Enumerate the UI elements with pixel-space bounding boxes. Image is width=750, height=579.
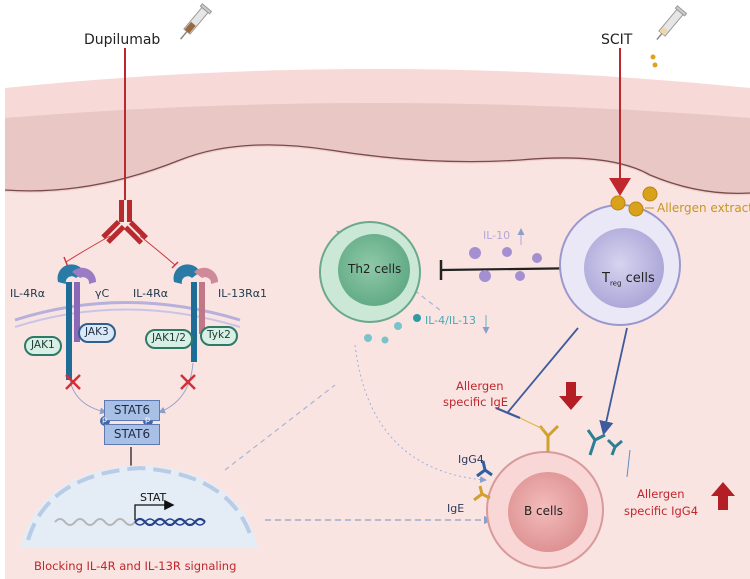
- treg-inhibit-ige: [507, 327, 579, 413]
- il4ra-left-label: IL-4Rα: [10, 287, 46, 300]
- ige-surface-antibody-icon: [473, 485, 491, 502]
- inhibit-line-right: [139, 235, 176, 266]
- allergen-drop: [650, 54, 656, 60]
- scit-arrowhead: [609, 178, 631, 196]
- ige-outcome-line1: Allergen: [456, 379, 504, 393]
- dna-inactive: [54, 518, 136, 526]
- nucleus: [20, 465, 258, 548]
- cell-membrane: [14, 301, 241, 322]
- treg-promote-igg4: [599, 327, 628, 436]
- igg4-outcome-line2: specific IgG4: [624, 504, 699, 518]
- igg4-label: IgG4: [458, 453, 484, 466]
- il4-il13-label: IL-4/IL-13: [425, 314, 476, 327]
- jak1-badge: JAK1: [24, 336, 62, 356]
- allergen-drop: [652, 62, 658, 68]
- blocking-caption: Blocking IL-4R and IL-13R signaling: [34, 559, 237, 573]
- dupilumab-syringe-icon: [179, 3, 213, 40]
- transcription-start-arrow: [134, 499, 175, 520]
- gamma-c-receptor: [72, 267, 97, 342]
- dupilumab-antibody-icon: [101, 200, 148, 245]
- il13ra1-label: IL-13Rα1: [218, 287, 268, 300]
- il13ra1-receptor: [194, 267, 219, 334]
- stat6-top: STAT6: [104, 400, 160, 421]
- th2-cell-label: Th2 cells: [348, 262, 402, 276]
- il4-to-bcell-arrow: [354, 344, 487, 484]
- b-cell: [486, 451, 604, 569]
- b-cell-label: B cells: [524, 504, 563, 518]
- gamma-c-label: γC: [95, 287, 110, 300]
- ige-outcome-line2: specific IgE: [443, 395, 509, 409]
- scit-syringe-icon: [656, 5, 688, 41]
- stat-gene-label: STAT: [140, 491, 167, 504]
- igg4-antibody-icon: [586, 429, 623, 456]
- allergen-extract-particles: [610, 186, 658, 217]
- dermis-band: [5, 103, 750, 194]
- phospho-left-label: p: [102, 415, 108, 424]
- il4-il13-molecules: [364, 314, 421, 344]
- jak12-badge: JAK1/2: [145, 329, 193, 349]
- il10-label: IL-10: [483, 229, 511, 242]
- ige-label: IgE: [447, 502, 465, 515]
- blocked-x-icon-right: [180, 374, 196, 390]
- il4ra-receptor-right: [173, 264, 200, 362]
- inhibit-line-left: [65, 235, 111, 263]
- il10-molecules: [469, 247, 542, 282]
- blocked-x-icon-left: [65, 374, 81, 390]
- treg-cell: [559, 204, 681, 326]
- igg4-outcome-line1: Allergen: [637, 487, 685, 501]
- phospho-right-label: p: [145, 415, 151, 424]
- il4ra-right-label: IL-4Rα: [133, 287, 169, 300]
- ige-down-arrow-icon: [559, 382, 583, 410]
- tyk2-badge: Tyk2: [200, 326, 238, 346]
- scit-label: SCIT: [601, 32, 633, 48]
- skin-boundary: [4, 144, 750, 194]
- dupilumab-label: Dupilumab: [84, 32, 161, 48]
- dna-transcribed: [134, 517, 206, 527]
- treg-cell-label: Treg cells: [602, 271, 655, 288]
- igg4-surface-antibody-icon: [476, 460, 493, 478]
- igg4-up-arrow-icon: [711, 482, 735, 510]
- jak3-badge: JAK3: [78, 323, 116, 343]
- allergen-extract-label: Allergen extract: [657, 201, 750, 215]
- th2-cell: [319, 221, 421, 323]
- stat6-bottom: STAT6: [104, 424, 160, 445]
